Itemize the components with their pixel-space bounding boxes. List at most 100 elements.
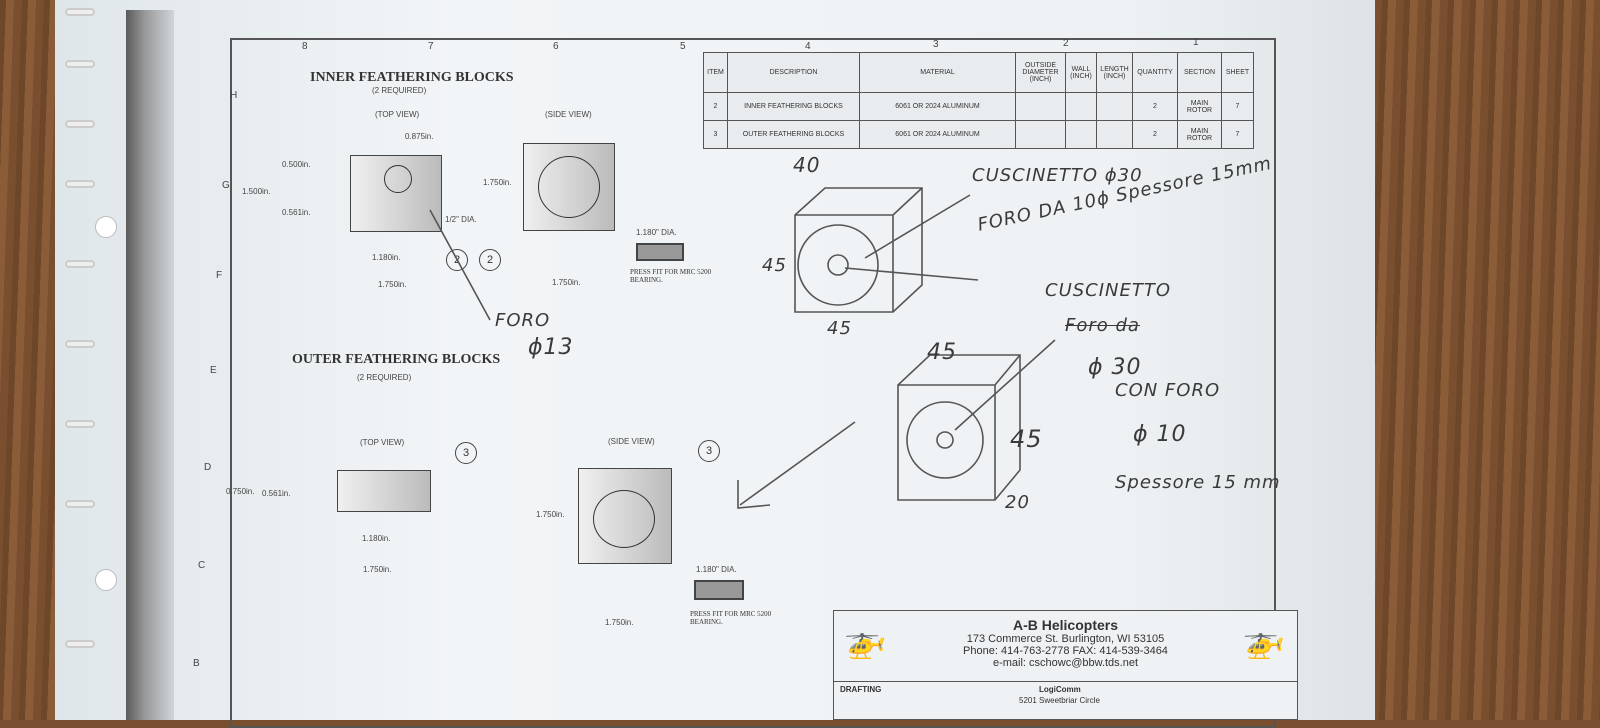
inner-required: (2 REQUIRED) — [372, 86, 427, 95]
note: Foro da — [1065, 315, 1140, 336]
zone-label: F — [216, 270, 223, 281]
spiral-ring — [65, 340, 95, 348]
note: 45 — [1010, 425, 1043, 453]
bom-cell — [1015, 120, 1066, 149]
logicomm-label: LogiComm — [1039, 685, 1081, 694]
bom-cell: 7 — [1221, 120, 1254, 149]
arrow-sketch — [737, 421, 856, 509]
bearing-icon — [636, 243, 684, 261]
zone-label: 1 — [1193, 37, 1199, 48]
bearing-icon — [694, 580, 744, 600]
bom-cell: OUTER FEATHERING BLOCKS — [727, 120, 860, 149]
dim: 1.180" DIA. — [636, 228, 677, 237]
bom-cell: MAIN ROTOR — [1177, 120, 1222, 149]
dim: 1.180in. — [362, 534, 391, 543]
company-email: e-mail: cschowc@bbw.tds.net — [992, 657, 1139, 669]
bom-cell: INNER FEATHERING BLOCKS — [727, 92, 860, 121]
bore-circle — [593, 490, 655, 548]
note: 45 — [927, 340, 957, 365]
bom-header: WALL (INCH) — [1065, 52, 1097, 93]
sheet-edge — [126, 10, 174, 720]
note: 20 — [1005, 492, 1030, 513]
bom-header: SECTION — [1177, 52, 1222, 93]
outer-side-view-label: (SIDE VIEW) — [608, 437, 655, 446]
note: ϕ13 — [528, 335, 574, 360]
note: ϕ 30 — [1088, 355, 1142, 380]
bom-header: DESCRIPTION — [727, 52, 860, 93]
zone-label: 7 — [428, 41, 434, 52]
spiral-ring — [65, 640, 95, 648]
drafting-label: DRAFTING — [840, 685, 882, 694]
outer-title: OUTER FEATHERING BLOCKS — [292, 352, 501, 367]
title-block: A-B Helicopters 173 Commerce St. Burling… — [833, 610, 1298, 720]
zone-label: 8 — [302, 41, 308, 52]
company-phone: Phone: 414-763-2778 FAX: 414-539-3464 — [963, 645, 1168, 657]
zone-label: 3 — [933, 39, 939, 50]
zone-label: B — [193, 658, 200, 669]
outer-top-view-label: (TOP VIEW) — [360, 438, 405, 447]
outer-top-view-block — [337, 470, 431, 512]
dim: 1.500in. — [242, 187, 271, 196]
dim: 1.750in. — [536, 510, 565, 519]
zone-label: G — [222, 180, 230, 191]
bom-cell: 3 — [703, 120, 728, 149]
bearing-circle-sketch — [797, 224, 879, 306]
item-balloon: 2 — [479, 249, 501, 271]
cube-sketch — [794, 187, 923, 313]
spiral-ring — [65, 60, 95, 68]
punch-hole — [95, 216, 117, 238]
note: FORO — [495, 310, 551, 331]
note: CON FORO — [1115, 380, 1221, 401]
dim: 1.750in. — [552, 278, 581, 287]
zone-label: 5 — [680, 41, 686, 52]
bom-cell — [1096, 120, 1133, 149]
note: Spessore 15 mm — [1115, 472, 1281, 493]
bom-header: LENGTH (INCH) — [1096, 52, 1133, 93]
punch-hole — [95, 569, 117, 591]
spiral-ring — [65, 8, 95, 16]
spiral-ring — [65, 260, 95, 268]
item-balloon: 3 — [455, 442, 477, 464]
dim: 0.750in. — [226, 487, 255, 496]
inner-title: INNER FEATHERING BLOCKS — [310, 70, 514, 85]
spiral-ring — [65, 420, 95, 428]
note: CUSCINETTO ϕ30 — [972, 165, 1143, 186]
zone-label: C — [198, 560, 206, 571]
bom-header: MATERIAL — [859, 52, 1016, 93]
inner-side-view-label: (SIDE VIEW) — [545, 110, 592, 119]
dim: 1.750in. — [378, 280, 407, 289]
dim: 1.750in. — [605, 618, 634, 627]
bom-cell: 2 — [1132, 120, 1178, 149]
helicopter-logo-icon: 🚁 — [1242, 622, 1285, 660]
note: ϕ 10 — [1133, 422, 1187, 447]
spiral-ring — [65, 500, 95, 508]
item-balloon: 3 — [698, 440, 720, 462]
dim: 1/2" DIA. — [445, 215, 477, 224]
note: CUSCINETTO — [1045, 280, 1172, 301]
zone-label: D — [204, 462, 212, 473]
cube-sketch — [897, 354, 1021, 501]
helicopter-logo-icon: 🚁 — [844, 622, 887, 660]
dim: 0.500in. — [282, 160, 311, 169]
dim: 0.875in. — [405, 132, 434, 141]
zone-label: E — [210, 365, 217, 376]
bom-cell: 2 — [1132, 92, 1178, 121]
wood-table-left — [0, 0, 60, 720]
company-name: A-B Helicopters — [1012, 617, 1119, 633]
hole-circle — [384, 165, 412, 193]
wood-table-right — [1360, 0, 1600, 720]
dim: 1.180in. — [372, 253, 401, 262]
zone-label: 2 — [1063, 38, 1069, 49]
note: 40 — [793, 153, 821, 177]
bill-of-materials: ITEM DESCRIPTION MATERIAL OUTSIDE DIAMET… — [703, 52, 1254, 149]
logicomm-street: 5201 Sweetbriar Circle — [1019, 696, 1100, 705]
company-address: 173 Commerce St. Burlington, WI 53105 — [966, 633, 1165, 645]
press-fit-note: PRESS FIT FOR MRC 5200 BEARING. — [690, 610, 772, 626]
spiral-ring — [65, 180, 95, 188]
bom-header: OUTSIDE DIAMETER (INCH) — [1015, 52, 1066, 93]
inner-top-view-label: (TOP VIEW) — [375, 110, 420, 119]
leader-line — [429, 209, 491, 321]
bore-circle — [538, 156, 600, 218]
note: 45 — [827, 318, 852, 339]
